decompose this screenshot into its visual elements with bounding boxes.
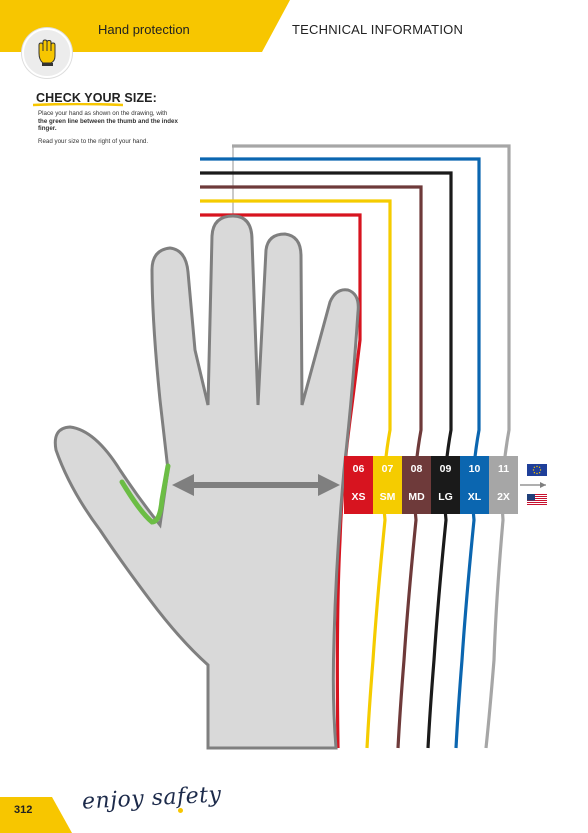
us-size: SM — [379, 491, 396, 503]
us-size: XS — [351, 491, 366, 503]
size-box-07: 07 SM — [373, 456, 402, 514]
header-band — [0, 0, 290, 52]
instruction-bold: the green line between the thumb and the… — [38, 117, 178, 133]
size-box-06: 06 XS — [344, 456, 373, 514]
us-size: XL — [467, 491, 482, 503]
glove-logo — [22, 28, 72, 78]
green-measure-line — [119, 463, 171, 525]
page-number: 312 — [14, 804, 33, 816]
brand-dot — [178, 808, 183, 813]
eu-size: 07 — [381, 463, 394, 475]
eu-size: 10 — [468, 463, 481, 475]
brand-logo: enjoy safety — [81, 782, 223, 815]
section-label: Hand protection — [98, 22, 190, 37]
eu-size: 09 — [439, 463, 452, 475]
glove-hand-icon — [38, 39, 56, 66]
flag-arrow — [520, 482, 546, 488]
us-size: MD — [408, 491, 425, 503]
eu-size: 06 — [352, 463, 365, 475]
instruction-line-1: Place your hand as shown on the drawing,… — [38, 110, 168, 117]
size-box-09: 09 LG — [431, 456, 460, 514]
us-flag-icon — [527, 494, 547, 506]
eu-size: 11 — [497, 463, 510, 475]
eu-size: 08 — [410, 463, 423, 475]
us-size: 2X — [497, 491, 510, 503]
title-underline — [33, 103, 123, 107]
instructions: Place your hand as shown on the drawing,… — [38, 110, 188, 133]
size-box-11: 11 2X — [489, 456, 518, 514]
size-box-10: 10 XL — [460, 456, 489, 514]
check-size-title: CHECK YOUR SIZE: — [36, 91, 157, 105]
width-arrow — [172, 474, 340, 496]
us-size: LG — [438, 491, 453, 503]
eu-flag-icon — [527, 464, 547, 476]
hand-size-diagram — [53, 144, 546, 750]
size-box-08: 08 MD — [402, 456, 431, 514]
instruction-line-2: Read your size to the right of your hand… — [38, 138, 149, 145]
footer-accent — [0, 797, 72, 833]
technical-info-heading: TECHNICAL INFORMATION — [292, 22, 464, 37]
